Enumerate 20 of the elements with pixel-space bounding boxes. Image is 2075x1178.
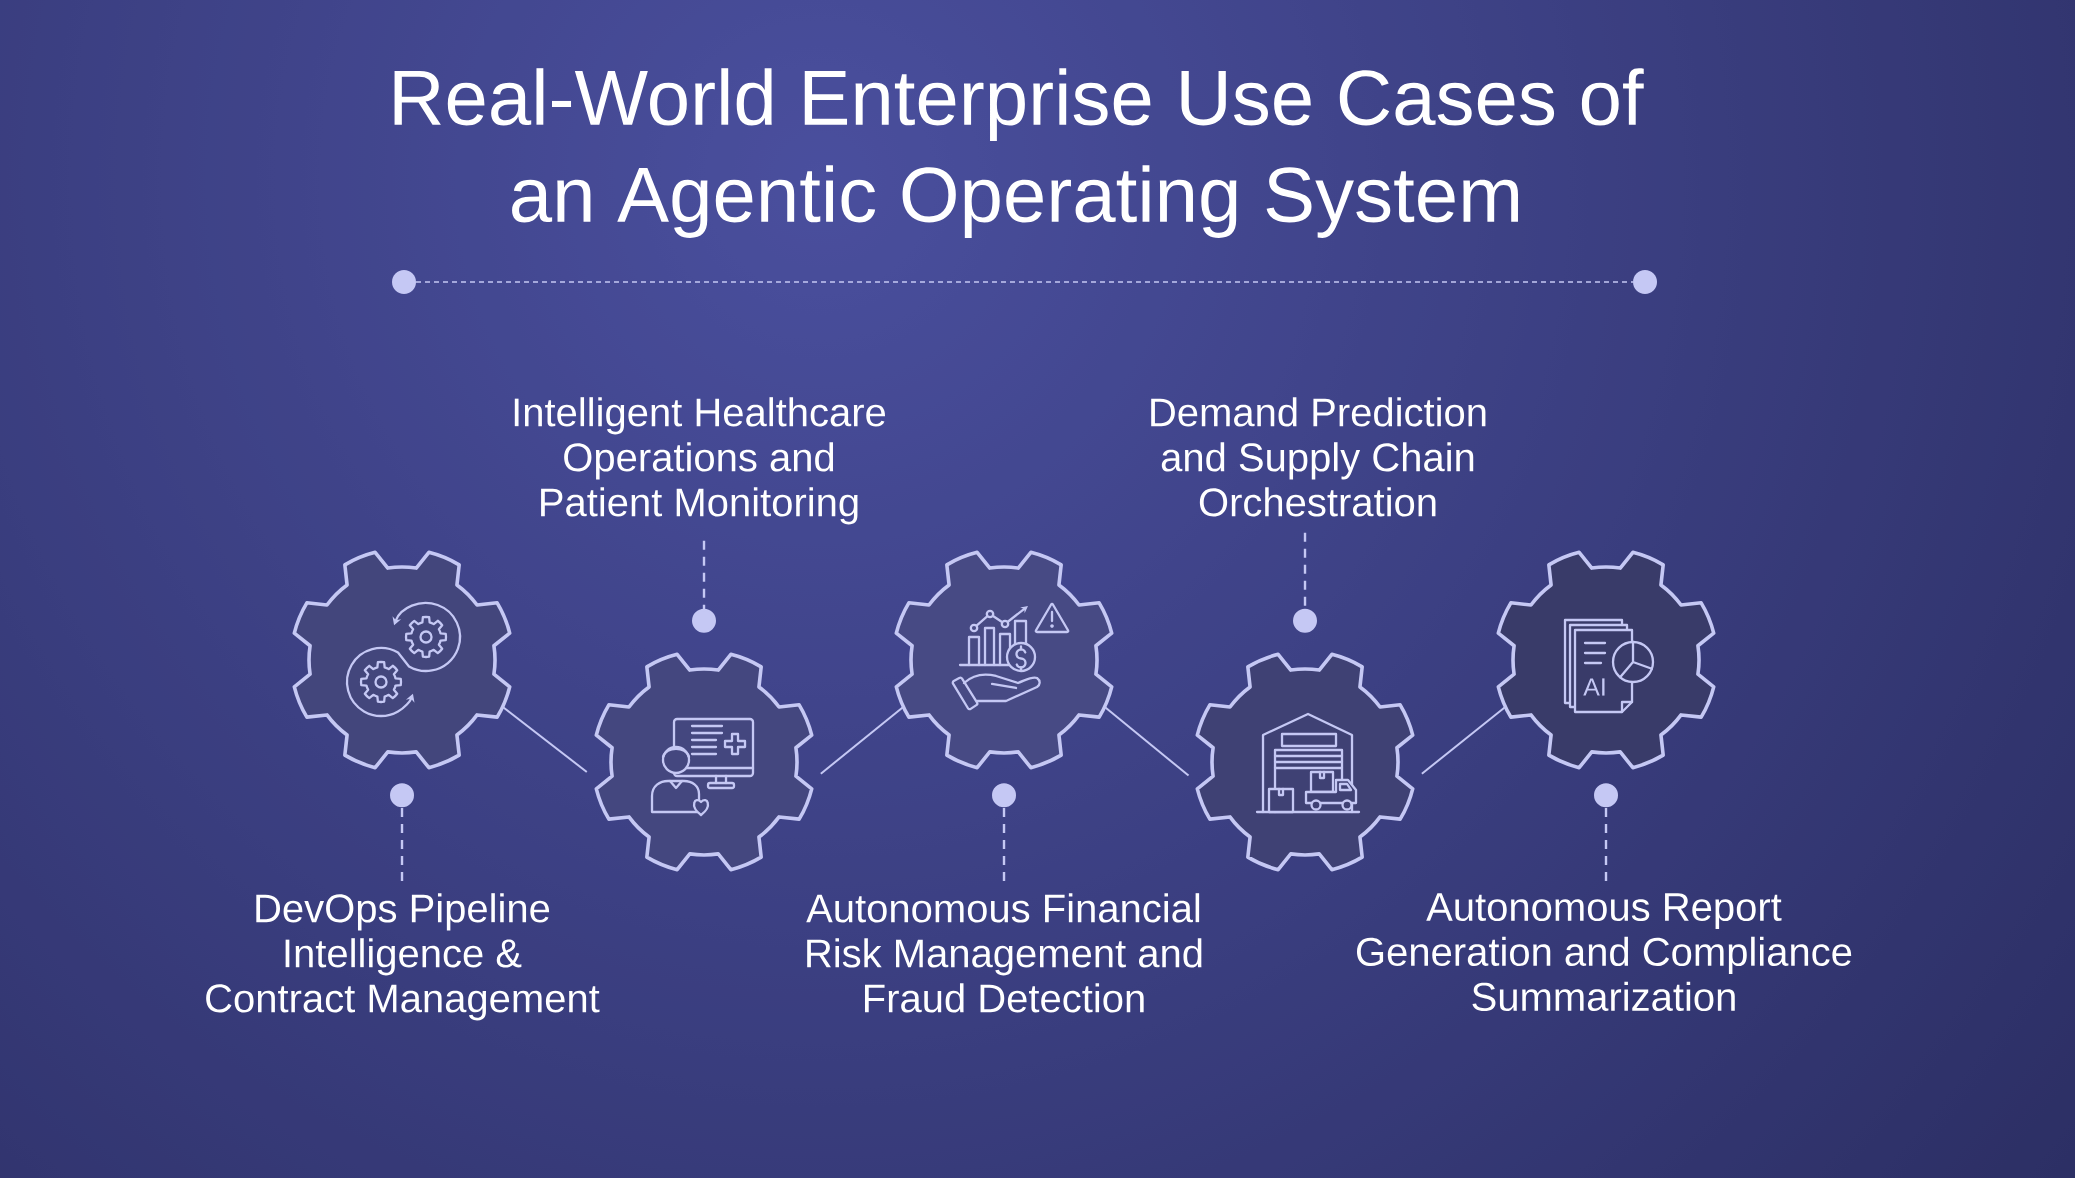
gear bbox=[292, 550, 512, 770]
label-text: Autonomous Financial Risk Management and Fraud Detection bbox=[806, 893, 1202, 1013]
leader-line bbox=[692, 540, 716, 633]
leader-line bbox=[1594, 783, 1618, 881]
label-text: Autonomous Report Generation and Compliance Summarization bbox=[1357, 893, 1852, 1012]
gear bbox=[894, 550, 1114, 770]
icon-label: AI bbox=[1583, 678, 1605, 696]
gear bbox=[594, 652, 814, 872]
gear bbox=[1195, 652, 1415, 872]
connector-line bbox=[819, 706, 905, 775]
title: Real-World Enterprise Use Cases of an Agentic Operating System bbox=[394, 68, 1644, 238]
label-text: Intelligent Healthcare Operations and Patient Monitoring bbox=[514, 397, 885, 525]
leader-line bbox=[992, 783, 1016, 881]
connector-line bbox=[1420, 706, 1507, 775]
label-text: Demand Prediction and Supply Chain Orchestration bbox=[1151, 397, 1486, 517]
connector-line bbox=[1103, 706, 1190, 777]
label-text: DevOps Pipeline Intelligence & Contract Management bbox=[206, 893, 600, 1021]
connector-line bbox=[501, 706, 588, 773]
leader-line bbox=[390, 783, 414, 881]
leader-line bbox=[1293, 532, 1317, 633]
